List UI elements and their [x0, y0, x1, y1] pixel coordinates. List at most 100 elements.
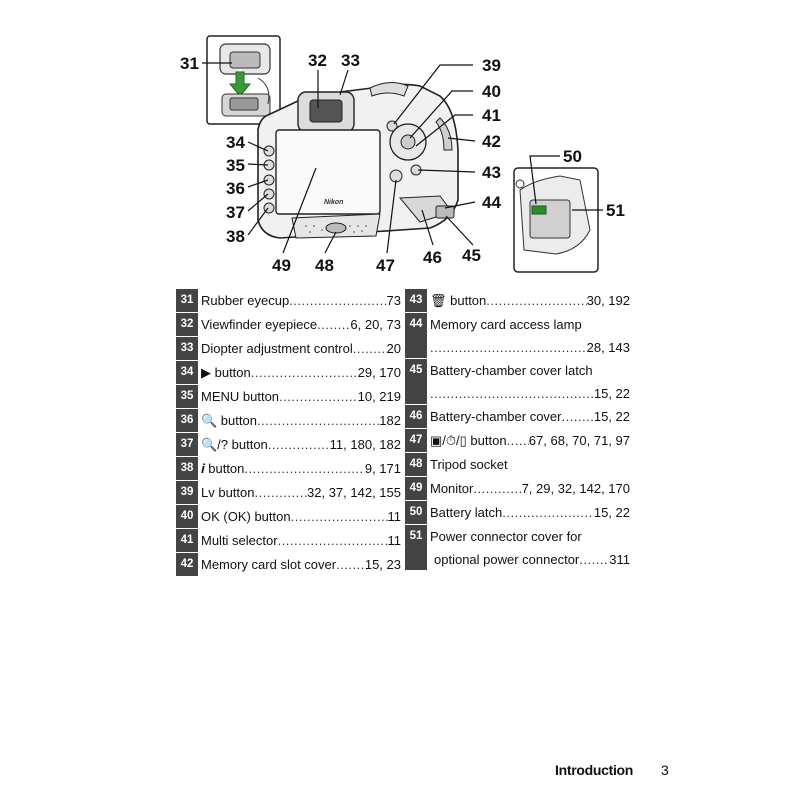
part-number: 45 [405, 359, 427, 405]
part-pages: 11 [387, 509, 402, 524]
part-pages: 20 [386, 341, 401, 356]
part-pages: 30, 192 [586, 293, 630, 308]
callout-43: 43 [482, 163, 501, 182]
part-line2: optional power connector 311 [430, 548, 630, 571]
part-label: Tripod socket [427, 453, 630, 476]
leader-dots [251, 361, 358, 384]
part-number: 32 [176, 313, 198, 337]
section-title: Introduction [555, 762, 634, 778]
part-pages: 6, 20, 73 [350, 317, 401, 332]
callout-50: 50 [563, 147, 582, 166]
part-number: 42 [176, 553, 198, 577]
part-name: MENU button [201, 389, 280, 404]
part-pages: 7, 29, 32, 142, 170 [521, 481, 630, 496]
part-label: ▶ button 29, 170 [198, 361, 401, 384]
callout-48: 48 [315, 256, 334, 275]
leader-dots [502, 501, 594, 524]
leader-dots [289, 289, 386, 312]
part-number: 33 [176, 337, 198, 361]
part-label: Memory card access lamp 28, 143 [427, 313, 630, 359]
leader-dots [507, 429, 529, 452]
leader-dots [255, 481, 308, 504]
part-label: ▣/⏱/▯ button67, 68, 70, 71, 97 [427, 429, 630, 452]
part-name: 🗑 button [430, 293, 487, 308]
part-number: 43 [405, 289, 427, 313]
part-name: Lv button [201, 485, 255, 500]
part-pages: 11 [387, 533, 402, 548]
callout-42: 42 [482, 132, 501, 151]
leader-dots [279, 385, 358, 408]
part-name: Battery latch [430, 505, 503, 520]
callout-49: 49 [272, 256, 291, 275]
part-label: 𝒊 button9, 171 [198, 457, 401, 480]
part-label: OK (OK) button 11 [198, 505, 401, 528]
page-number: 3 [660, 762, 669, 778]
part-label: Diopter adjustment control 20 [198, 337, 401, 360]
leader-dots [336, 553, 365, 576]
callout-34: 34 [226, 133, 245, 152]
parts-row: 37🔍/? button 11, 180, 182 [176, 433, 401, 457]
part-name: 𝒊 button [201, 461, 245, 476]
part-name: Diopter adjustment control [201, 341, 353, 356]
part-name: Memory card slot cover [201, 557, 337, 572]
part-pages: 15, 23 [364, 557, 401, 572]
leader-dots [579, 548, 609, 571]
part-number: 46 [405, 405, 427, 429]
part-line2: 15, 22 [430, 382, 630, 405]
part-number: 36 [176, 409, 198, 433]
callout-38: 38 [226, 227, 245, 246]
parts-row: 43🗑 button 30, 192 [405, 289, 630, 313]
part-line2: 28, 143 [430, 336, 630, 359]
callout-35: 35 [226, 156, 245, 175]
leader-dots [562, 405, 594, 428]
part-label: Lv button32, 37, 142, 155 [198, 481, 401, 504]
part-label: 🔍/? button 11, 180, 182 [198, 433, 401, 456]
part-label: Power connector cover for optional power … [427, 525, 630, 571]
part-label: MENU button 10, 219 [198, 385, 401, 408]
part-number: 40 [176, 505, 198, 529]
callout-51: 51 [606, 201, 625, 220]
part-number: 44 [405, 313, 427, 359]
part-label: Memory card slot cover 15, 23 [198, 553, 401, 576]
part-name: Power connector cover for [430, 529, 582, 544]
part-name: Viewfinder eyepiece [201, 317, 318, 332]
callout-32: 32 [308, 51, 327, 70]
part-label: Viewfinder eyepiece 6, 20, 73 [198, 313, 401, 336]
part-name: ▶ button [201, 365, 251, 380]
callout-31: 31 [180, 54, 199, 73]
leader-dots [244, 457, 364, 480]
part-name: 🔍/? button [201, 437, 268, 452]
part-label: Battery latch15, 22 [427, 501, 630, 524]
part-pages: 29, 170 [357, 365, 401, 380]
part-pages: 10, 219 [357, 389, 401, 404]
parts-row: 36🔍 button 182 [176, 409, 401, 433]
part-label: Multi selector 11 [198, 529, 401, 552]
part-number: 41 [176, 529, 198, 553]
part-name: Battery-chamber cover [430, 409, 562, 424]
part-number: 47 [405, 429, 427, 453]
battery-latch-inset [513, 167, 599, 273]
part-label: Battery-chamber cover 15, 22 [427, 405, 630, 428]
camera-rear-diagram: Nikon [180, 35, 625, 275]
callout-40: 40 [482, 82, 501, 101]
callout-46: 46 [423, 248, 442, 267]
parts-row: 38𝒊 button9, 171 [176, 457, 401, 481]
part-label: Battery-chamber cover latch15, 22 [427, 359, 630, 405]
camera-body: Nikon [257, 82, 459, 239]
callout-47: 47 [376, 256, 395, 275]
part-pages: 311 [609, 552, 630, 567]
callout-45: 45 [462, 246, 481, 265]
callout-41: 41 [482, 106, 501, 125]
